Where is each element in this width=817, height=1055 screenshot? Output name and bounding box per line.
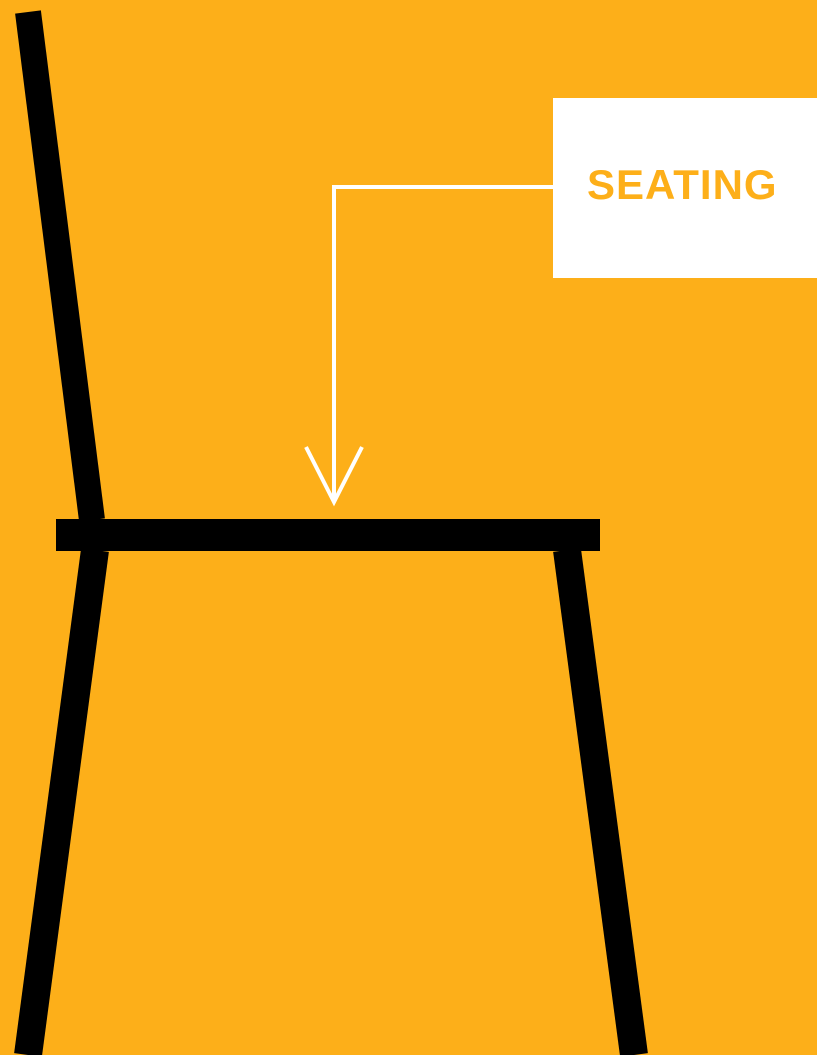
arrow-head [304,446,364,507]
chair-front-leg [14,548,109,1055]
callout-label-box: SEATING [553,98,817,278]
callout-label-text: SEATING [587,161,778,208]
callout-connector-line [332,185,553,502]
chair-backrest [15,10,105,522]
chair-icon [14,10,648,1055]
chair-back-leg [553,548,648,1055]
arrow-down-icon [304,185,553,507]
